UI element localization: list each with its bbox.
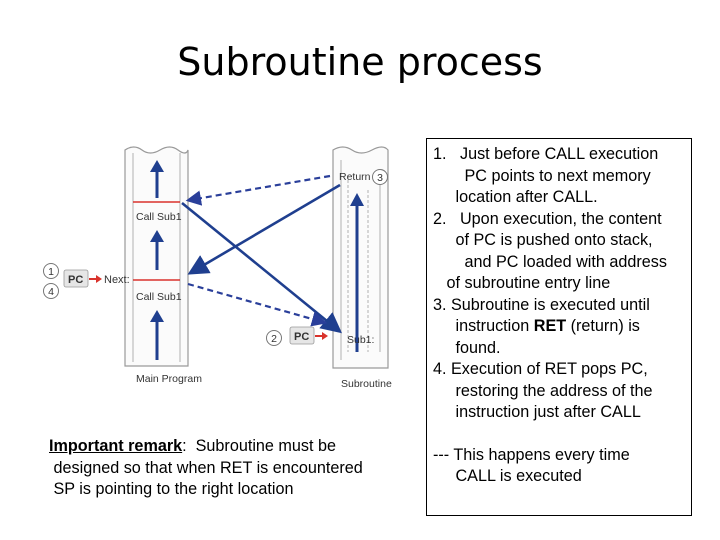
pc-badge-right: PC [289,326,328,345]
next-label: Next: [104,274,130,286]
call-jump-arrow [181,201,343,334]
return-label: Return [339,171,371,183]
svg-text:3: 3 [377,172,383,184]
step-line: 1. Just before CALL execution [433,145,659,163]
step-line: and PC loaded with address [433,252,667,271]
remark-text: : Subroutine must be [182,437,337,455]
remark-line: designed so that when RET is encountered [49,458,363,477]
step-line: 2. Upon execution, the content [433,209,662,228]
subroutine-label: Subroutine [341,378,392,390]
remark-heading: Important remark [49,437,183,455]
step-line: of subroutine entry line [433,274,611,292]
svg-text:PC: PC [294,331,309,343]
svg-text:2: 2 [271,333,277,345]
step-marker-2: 2 [266,330,282,346]
ret-keyword: RET [533,317,567,335]
svg-text:4: 4 [48,286,54,298]
subroutine-flow-arrows [350,193,364,352]
call-sub1-bottom-label: Call Sub1 [136,291,182,303]
dashed-return-arrow [185,174,331,206]
call-sub1-top-label: Call Sub1 [136,211,182,223]
svg-text:PC: PC [68,274,83,286]
main-program-flow-arrows [150,160,164,360]
sub1-label: Sub1: [347,334,374,346]
step-marker-1: 1 [43,263,59,279]
remark-line: Important remark: Subroutine must be [49,436,419,458]
steps-box: 1. Just before CALL execution PC points … [426,138,692,516]
step-line: location after CALL. [433,188,598,206]
pc-badge-left: PC [63,269,102,288]
step-line: of PC is pushed onto stack, [433,231,653,249]
step-text: (return) is [566,317,640,335]
return-arrow [187,183,341,275]
slide-title: Subroutine process [177,40,543,84]
step-line: restoring the address of the [433,381,653,400]
step-marker-3: 3 [372,169,388,185]
step-line: PC points to next memory [433,166,651,185]
important-remark: Important remark: Subroutine must be des… [49,436,419,501]
note-line: --- This happens every time [433,445,630,464]
main-program-label: Main Program [136,373,202,385]
step-line: found. [433,338,501,357]
note-line: CALL is executed [433,467,582,485]
step-text: instruction [433,317,534,335]
step-line: instruction RET (return) is [433,316,691,338]
step-line: 4. Execution of RET pops PC, [433,360,648,378]
step-line: instruction just after CALL [433,403,641,421]
svg-text:1: 1 [48,266,54,278]
step-line: 3. Subroutine is executed until [433,295,650,314]
remark-line: SP is pointing to the right location [49,480,294,498]
step-marker-4: 4 [43,283,59,299]
dashed-pc-arrow [187,282,328,327]
